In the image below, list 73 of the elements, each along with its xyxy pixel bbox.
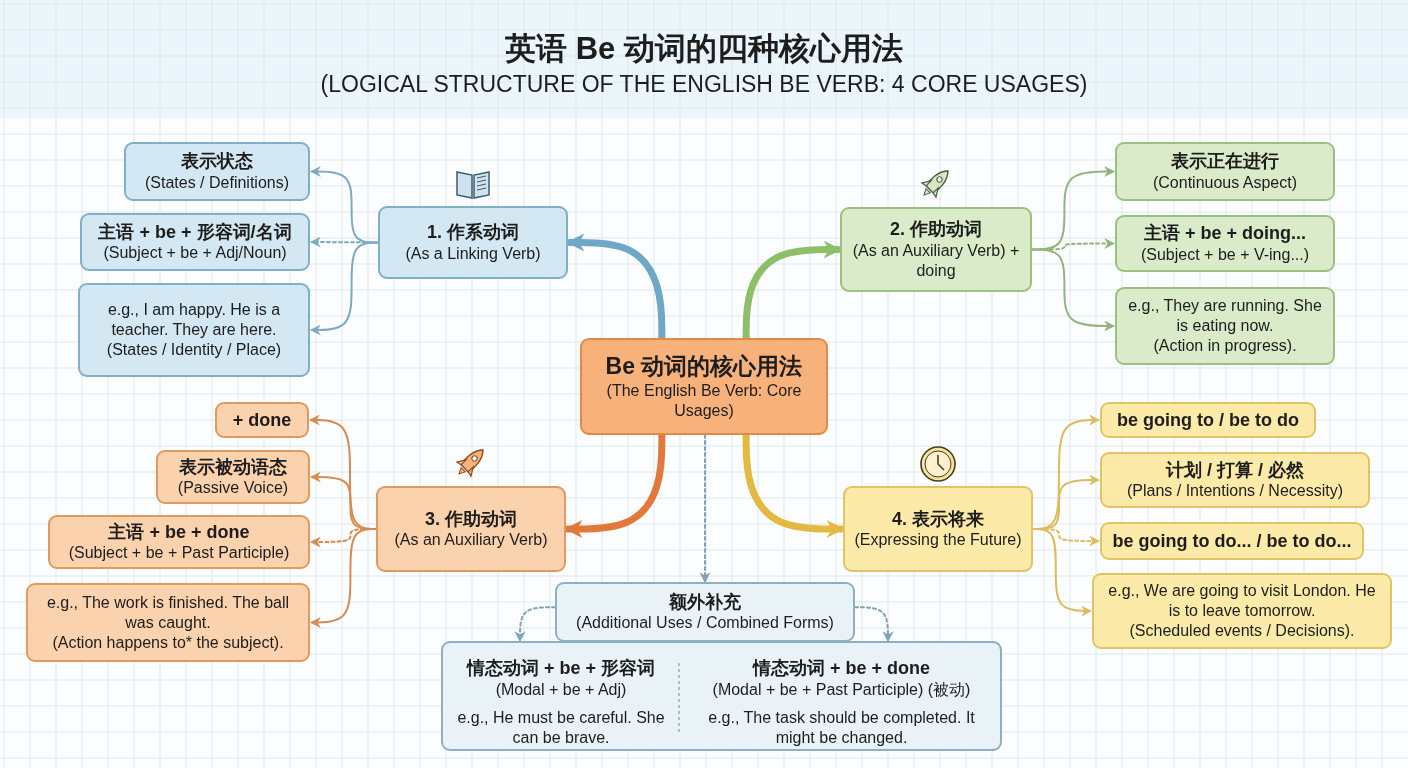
- topic-box: [840, 207, 1032, 292]
- example-text: e.g., We are going to visit London. He is to leave tomorrow.: [1107, 581, 1377, 621]
- heading: Be 动词的核心用法: [605, 352, 803, 381]
- subheading: (Expressing the Future): [854, 530, 1022, 551]
- heading: 3. 作助动词: [425, 507, 517, 531]
- topic-box: [1092, 573, 1392, 649]
- topic-box: [376, 486, 566, 572]
- topic-box: [843, 486, 1033, 572]
- subheading: (States / Definitions): [144, 172, 290, 193]
- heading: 4. 表示将来: [892, 507, 984, 531]
- arrow: [309, 241, 379, 336]
- example-text: e.g., They are running. She is eating now.: [1127, 296, 1323, 336]
- title: 英语 Be 动词的四种核心用法: [504, 30, 904, 68]
- arrow: [309, 236, 379, 248]
- arrow: [1031, 248, 1116, 332]
- subheading: (Continuous Aspect): [1152, 172, 1298, 193]
- heading: + done: [232, 408, 292, 432]
- subheading: (Action happens to* the subject).: [52, 632, 284, 653]
- subheading: (Subject + be + Adj/Noun): [103, 243, 287, 264]
- topic-box: [555, 582, 855, 642]
- topic-box: [156, 450, 310, 504]
- subheading: (Plans / Intentions / Necessity): [1126, 481, 1344, 502]
- subheading: (As an Auxiliary Verb): [394, 530, 548, 551]
- topic-box: [1115, 215, 1335, 272]
- subheading: (As a Linking Verb): [405, 243, 541, 264]
- subheading: (Passive Voice): [177, 478, 289, 499]
- topic-box: [124, 142, 310, 201]
- heading: 表示被动语态: [179, 455, 287, 479]
- heading: 主语 + be + done: [108, 520, 250, 544]
- topic-box: [78, 283, 310, 377]
- heading: 情态动词 + be + 形容词: [466, 657, 655, 680]
- heading: 1. 作系动词: [427, 221, 519, 244]
- panel-box: [441, 641, 1002, 751]
- heading: 表示状态: [181, 150, 253, 173]
- heading: 计划 / 打算 / 必然: [1166, 458, 1304, 482]
- topic-box: [215, 402, 309, 438]
- topic-box: [1115, 287, 1335, 365]
- subtitle: (LOGICAL STRUCTURE OF THE ENGLISH BE VERB: 4 CORE USAGES): [319, 71, 1089, 98]
- subheading: (Additional Uses / Combined Forms): [576, 613, 834, 634]
- arrow: [309, 528, 377, 628]
- subheading: (Action in progress).: [1153, 336, 1297, 356]
- arrow: [854, 606, 894, 643]
- subheading: (Modal + be + Past Participle) (被动): [712, 679, 971, 700]
- central-topic-box: [580, 338, 828, 435]
- topic-box: [26, 583, 310, 662]
- subheading: (Subject + be + Past Participle): [68, 543, 290, 564]
- topic-box: [1115, 142, 1335, 201]
- example-text: e.g., He must be careful. She can be brave.: [456, 707, 666, 748]
- example-text: e.g., The work is finished. The ball was caught.: [45, 592, 291, 633]
- topic-box: [80, 213, 310, 271]
- heading: 情态动词 + be + done: [753, 657, 930, 680]
- arrow: [699, 434, 711, 584]
- heading: 额外补充: [669, 590, 741, 614]
- topic-box: [378, 206, 568, 279]
- heading: be going to do... / be to do...: [1112, 529, 1352, 553]
- heading: 2. 作助动词: [890, 218, 982, 241]
- heading: be going to / be to do: [1117, 408, 1299, 432]
- heading: 主语 + be + 形容词/名词: [98, 220, 292, 244]
- subheading: (Scheduled events / Decisions).: [1129, 621, 1355, 641]
- arrow: [514, 606, 556, 643]
- topic-box: [1100, 402, 1316, 438]
- topic-box: [1100, 522, 1364, 560]
- example-text: e.g., The task should be completed. It might be changed.: [707, 707, 976, 748]
- subheading: (As an Auxiliary Verb) + doing: [851, 240, 1021, 281]
- subheading: (Subject + be + V-ing...): [1140, 244, 1310, 265]
- subheading: (Modal + be + Adj): [495, 679, 627, 700]
- heading: 表示正在进行: [1171, 150, 1279, 173]
- heading: 主语 + be + doing...: [1144, 222, 1306, 245]
- subheading: (States / Identity / Place): [106, 340, 282, 360]
- topic-box: [1100, 452, 1370, 508]
- example-text: e.g., I am happy. He is a teacher. They are here.: [106, 300, 282, 340]
- topic-box: [48, 515, 310, 569]
- subheading: (The English Be Verb: Core Usages): [605, 380, 803, 421]
